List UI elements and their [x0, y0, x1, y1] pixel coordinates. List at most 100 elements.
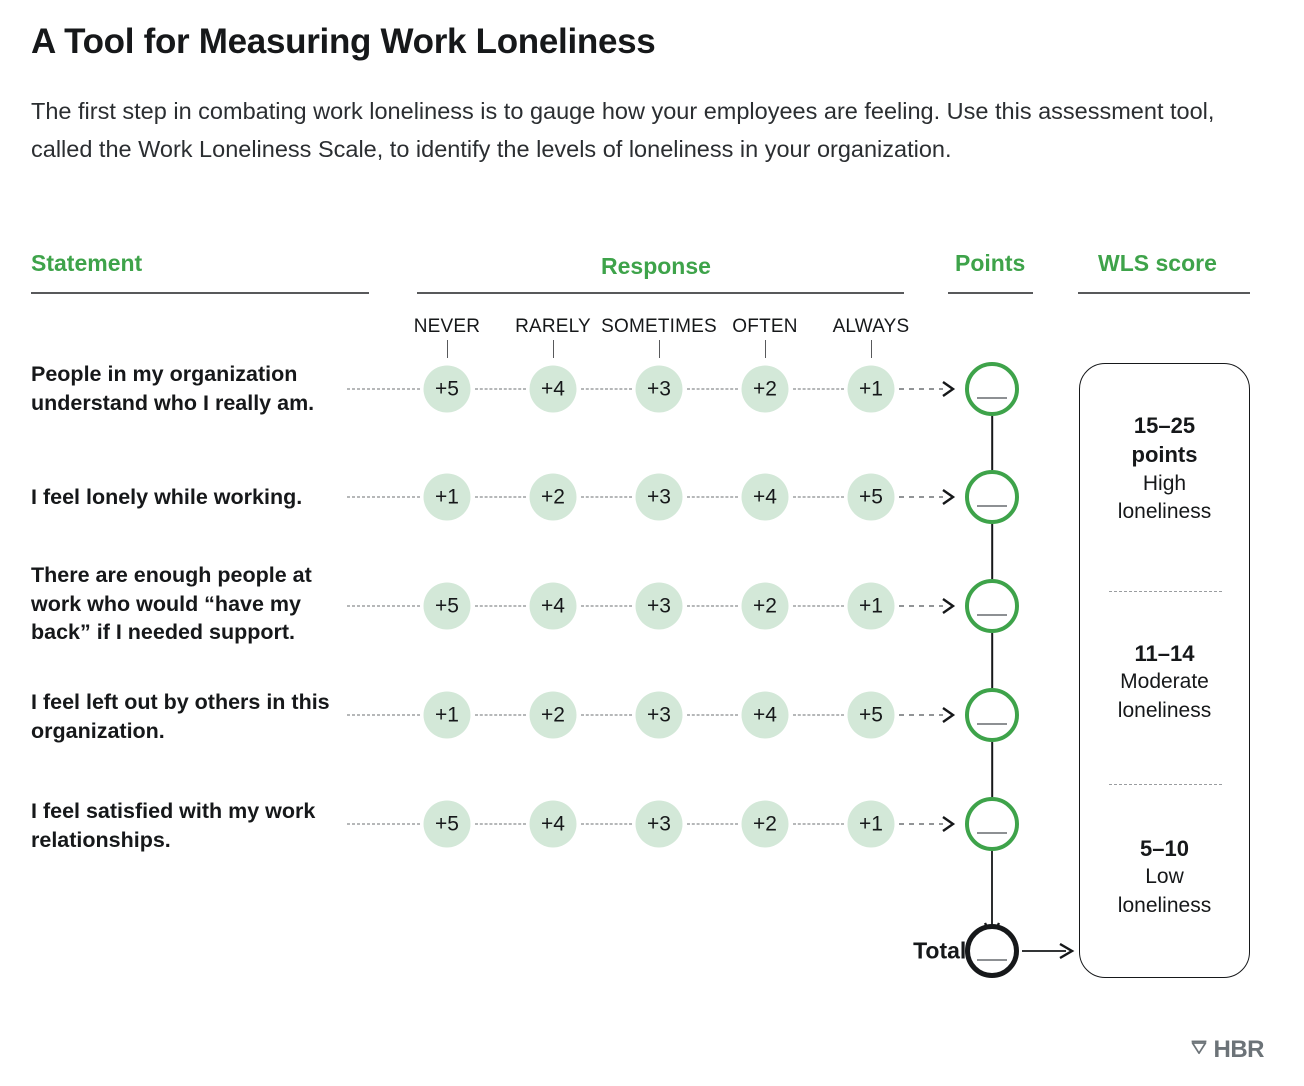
score-pill-r5-c1[interactable]: +5	[423, 800, 471, 848]
page-description: The first step in combating work lonelin…	[31, 98, 1215, 162]
points-connector-3	[991, 633, 993, 688]
score-pill-r4-c1[interactable]: +1	[423, 691, 471, 739]
score-pill-r3-c2[interactable]: +4	[529, 582, 577, 630]
row-3-connector-3	[686, 605, 738, 607]
wls-band-moderate: 11–14 Moderate loneliness	[1080, 639, 1249, 725]
row-5-connector-4	[792, 823, 844, 825]
row-4-connector-4	[792, 714, 844, 716]
wls-band-low-level: Low	[1145, 865, 1184, 889]
wls-band-low: 5–10 Low loneliness	[1080, 834, 1249, 920]
score-pill-r1-c4[interactable]: +2	[741, 365, 789, 413]
row-5-lead-connector	[347, 823, 420, 825]
score-pill-r5-c5[interactable]: +1	[847, 800, 895, 848]
wls-band-low-level-2: loneliness	[1117, 893, 1212, 917]
hbr-wordmark: HBR	[1213, 1036, 1265, 1063]
score-pill-r2-c1[interactable]: +1	[423, 473, 471, 521]
column-rule-points	[948, 292, 1033, 294]
wls-divider-2	[1109, 784, 1222, 785]
row-4-points-arrow	[898, 706, 969, 724]
row-1-connector-2	[580, 388, 632, 390]
points-input-circle-1[interactable]	[965, 362, 1019, 416]
points-input-circle-4[interactable]	[965, 688, 1019, 742]
statement-text-5: I feel satisfied with my work relationsh…	[31, 799, 316, 852]
row-5-connector-2	[580, 823, 632, 825]
row-1-connector-1	[474, 388, 526, 390]
wls-band-high-level: High	[1142, 471, 1187, 495]
score-pill-r4-c5[interactable]: +5	[847, 691, 895, 739]
row-5-connector-1	[474, 823, 526, 825]
scale-label-sometimes: SOMETIMES	[601, 316, 717, 337]
score-pill-r4-c4[interactable]: +4	[741, 691, 789, 739]
statement-text-2: I feel lonely while working.	[31, 485, 303, 509]
scale-label-rarely: RARELY	[515, 316, 591, 337]
score-pill-r5-c3[interactable]: +3	[635, 800, 683, 848]
column-header-wls-score: WLS score	[1098, 250, 1217, 276]
row-3-connector-4	[792, 605, 844, 607]
total-label: Total:	[913, 937, 974, 964]
wls-band-low-range: 5–10	[1140, 836, 1189, 861]
row-2-points-arrow	[898, 488, 969, 506]
wls-band-high-range: 15–25	[1133, 413, 1196, 438]
score-pill-r4-c3[interactable]: +3	[635, 691, 683, 739]
scale-label-often: OFTEN	[732, 316, 798, 337]
score-pill-r5-c4[interactable]: +2	[741, 800, 789, 848]
score-pill-r1-c5[interactable]: +1	[847, 365, 895, 413]
page-title: A Tool for Measuring Work Loneliness	[31, 22, 656, 61]
score-pill-r2-c3[interactable]: +3	[635, 473, 683, 521]
score-pill-r3-c4[interactable]: +2	[741, 582, 789, 630]
points-input-circle-3[interactable]	[965, 579, 1019, 633]
row-3-points-arrow	[898, 597, 969, 615]
row-2-connector-4	[792, 496, 844, 498]
row-5-points-arrow	[898, 815, 969, 833]
column-rule-response	[417, 292, 904, 294]
hbr-logo: HBR	[1189, 1036, 1265, 1064]
column-rule-statement	[31, 292, 369, 294]
row-1-connector-3	[686, 388, 738, 390]
row-3-connector-1	[474, 605, 526, 607]
row-2-connector-3	[686, 496, 738, 498]
row-3-lead-connector	[347, 605, 420, 607]
statement-text-4: I feel left out by others in this organi…	[31, 690, 330, 743]
points-input-circle-2[interactable]	[965, 470, 1019, 524]
wls-divider-1	[1109, 591, 1222, 592]
scale-tick-always	[871, 340, 872, 358]
wls-band-moderate-level-2: loneliness	[1117, 698, 1212, 722]
wls-band-moderate-level: Moderate	[1120, 670, 1209, 694]
row-4-lead-connector	[347, 714, 420, 716]
score-pill-r1-c3[interactable]: +3	[635, 365, 683, 413]
scale-label-always: ALWAYS	[832, 316, 910, 337]
row-1-points-arrow	[898, 380, 969, 398]
score-pill-r3-c3[interactable]: +3	[635, 582, 683, 630]
score-pill-r2-c5[interactable]: +5	[847, 473, 895, 521]
row-4-connector-1	[474, 714, 526, 716]
score-pill-r3-c5[interactable]: +1	[847, 582, 895, 630]
scale-tick-rarely	[553, 340, 554, 358]
points-input-circle-5[interactable]	[965, 797, 1019, 851]
statement-text-3: There are enough people at work who woul…	[31, 563, 312, 645]
score-pill-r3-c1[interactable]: +5	[423, 582, 471, 630]
scale-tick-often	[765, 340, 766, 358]
wls-band-high-level-2: loneliness	[1117, 500, 1212, 524]
points-connector-2	[991, 524, 993, 579]
total-to-wls-arrow	[1022, 942, 1080, 960]
row-1-connector-4	[792, 388, 844, 390]
column-header-statement: Statement	[31, 250, 143, 276]
row-4-connector-3	[686, 714, 738, 716]
total-input-circle[interactable]	[965, 924, 1019, 978]
score-pill-r1-c2[interactable]: +4	[529, 365, 577, 413]
score-pill-r2-c2[interactable]: +2	[529, 473, 577, 521]
column-header-points: Points	[955, 250, 1026, 276]
wls-score-panel: 15–25 points High loneliness 11–14 Moder…	[1079, 363, 1250, 978]
score-pill-r5-c2[interactable]: +4	[529, 800, 577, 848]
score-pill-r1-c1[interactable]: +5	[423, 365, 471, 413]
row-5-connector-3	[686, 823, 738, 825]
row-2-connector-2	[580, 496, 632, 498]
column-header-response: Response	[601, 253, 711, 279]
points-connector-1	[991, 416, 993, 470]
score-pill-r4-c2[interactable]: +2	[529, 691, 577, 739]
row-3-connector-2	[580, 605, 632, 607]
score-pill-r2-c4[interactable]: +4	[741, 473, 789, 521]
row-2-lead-connector	[347, 496, 420, 498]
scale-tick-sometimes	[659, 340, 660, 358]
row-2-connector-1	[474, 496, 526, 498]
